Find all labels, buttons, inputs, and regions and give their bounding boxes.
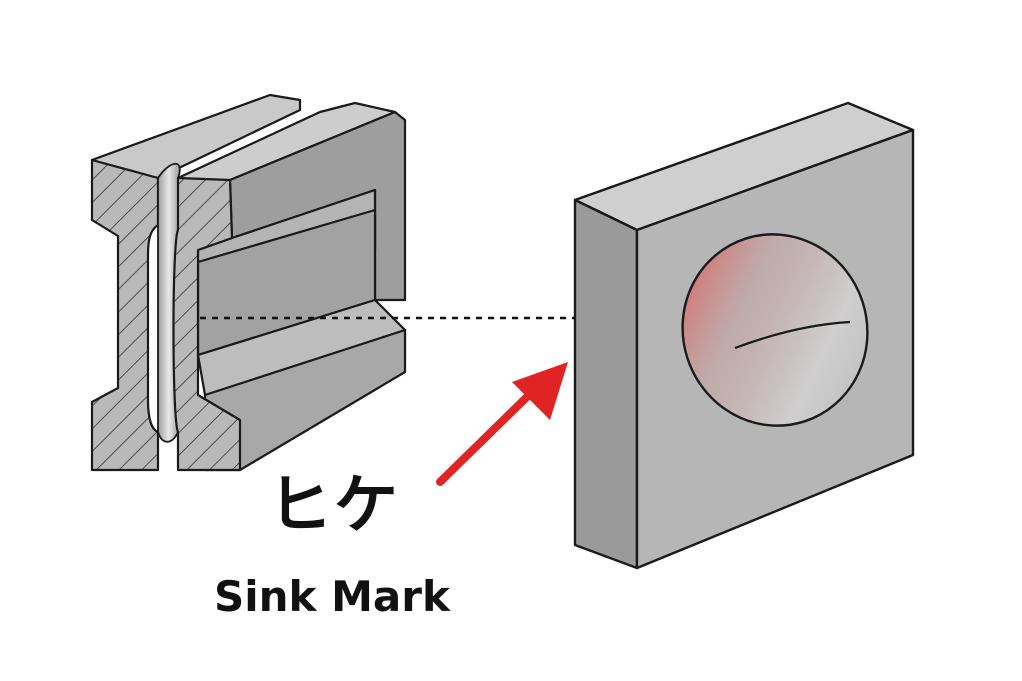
label-english: Sink Mark xyxy=(214,572,450,621)
mold-section-right xyxy=(172,176,242,472)
sink-mark-pointer-arrow xyxy=(436,362,568,486)
sink-mark-depression xyxy=(681,233,869,427)
mold-section-left xyxy=(90,158,160,472)
molded-part xyxy=(573,101,915,570)
mold-cross-section xyxy=(90,93,407,472)
label-japanese: ヒケ xyxy=(268,469,400,543)
part-side-face xyxy=(573,198,639,570)
sink-mark-crease xyxy=(734,320,851,350)
